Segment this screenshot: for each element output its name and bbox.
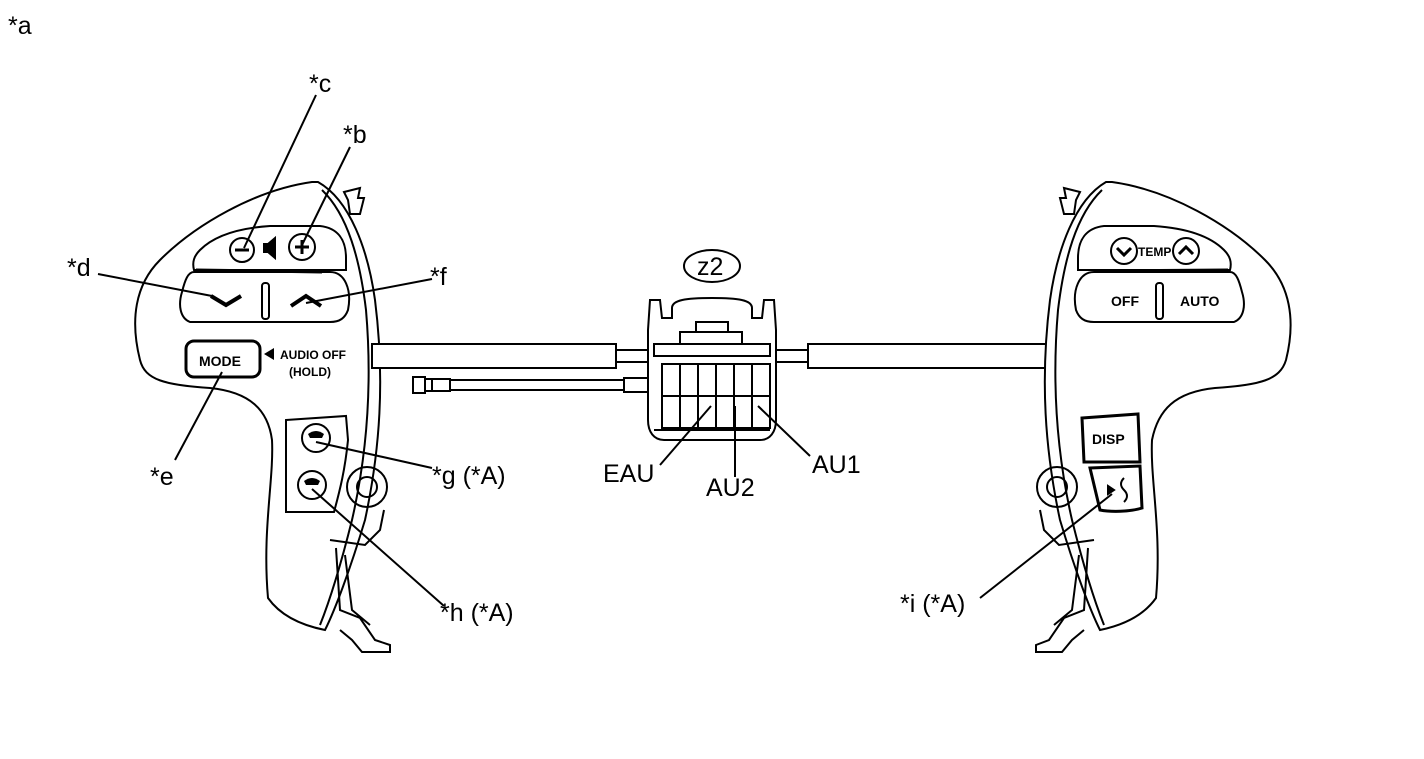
callout-e: *e	[150, 463, 174, 491]
left-leader-lines	[97, 94, 445, 607]
callout-i: *i (*A)	[900, 590, 965, 618]
audio-off-label: AUDIO OFF	[280, 348, 346, 362]
off-label: OFF	[1111, 293, 1139, 309]
callout-d: *d	[67, 254, 91, 282]
audio-off-hold-label: (HOLD)	[289, 365, 331, 379]
callout-h: *h (*A)	[440, 599, 514, 627]
connector-z2	[647, 249, 777, 441]
right-leader-line	[979, 493, 1113, 599]
disp-label: DISP	[1092, 431, 1125, 447]
callout-c: *c	[309, 70, 331, 98]
pin-au2: AU2	[706, 474, 755, 502]
figure-label: *a	[8, 12, 32, 40]
auto-label: AUTO	[1180, 293, 1220, 309]
callout-g: *g (*A)	[432, 462, 506, 490]
connector-id: z2	[697, 253, 723, 281]
temp-label: TEMP	[1138, 245, 1171, 259]
left-steering-switch	[134, 181, 391, 653]
callout-f: *f	[430, 263, 447, 291]
pin-eau: EAU	[603, 460, 654, 488]
callout-b: *b	[343, 121, 367, 149]
mode-button-label: MODE	[199, 353, 241, 369]
connector-leader-lines	[659, 405, 811, 477]
wire-harness	[371, 343, 1057, 394]
right-steering-switch	[1035, 181, 1292, 653]
pin-au1: AU1	[812, 451, 861, 479]
